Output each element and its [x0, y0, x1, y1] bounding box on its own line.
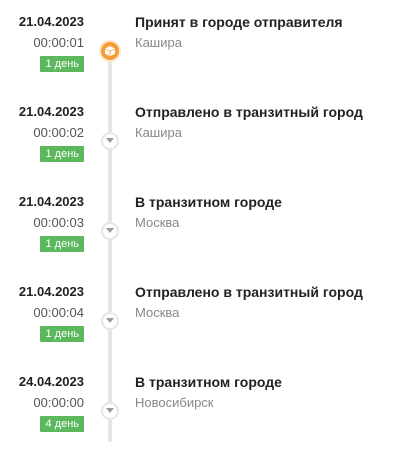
event-title: Отправлено в транзитный город — [135, 284, 363, 300]
timeline-event: 21.04.2023 00:00:03 1 день В транзитном … — [0, 188, 407, 278]
event-city: Кашира — [135, 125, 182, 140]
event-time: 00:00:03 — [33, 215, 84, 230]
duration-badge: 1 день — [40, 326, 84, 342]
chevron-down-icon — [101, 132, 119, 150]
event-city: Москва — [135, 215, 180, 230]
timeline-event: 24.04.2023 00:00:00 4 день В транзитном … — [0, 368, 407, 458]
chevron-down-icon — [101, 222, 119, 240]
event-time: 00:00:02 — [33, 125, 84, 140]
chevron-down-icon — [101, 402, 119, 420]
timeline-event: 21.04.2023 00:00:01 1 день Принят в горо… — [0, 8, 407, 98]
event-city: Кашира — [135, 35, 182, 50]
timeline-track — [108, 42, 112, 442]
event-time: 00:00:01 — [33, 35, 84, 50]
box-icon — [101, 42, 119, 60]
chevron-down-icon — [101, 312, 119, 330]
event-city: Москва — [135, 305, 180, 320]
event-time: 00:00:04 — [33, 305, 84, 320]
event-title: В транзитном городе — [135, 374, 282, 390]
event-title: Принят в городе отправителя — [135, 14, 343, 30]
duration-badge: 1 день — [40, 146, 84, 162]
event-date: 24.04.2023 — [18, 374, 84, 389]
duration-badge: 1 день — [40, 56, 84, 72]
event-date: 21.04.2023 — [18, 194, 84, 209]
event-city: Новосибирск — [135, 395, 214, 410]
event-date: 21.04.2023 — [18, 104, 84, 119]
timeline-event: 21.04.2023 00:00:02 1 день Отправлено в … — [0, 98, 407, 188]
event-time: 00:00:00 — [33, 395, 84, 410]
event-title: Отправлено в транзитный город — [135, 104, 363, 120]
timeline-event: 21.04.2023 00:00:04 1 день Отправлено в … — [0, 278, 407, 368]
event-date: 21.04.2023 — [18, 14, 84, 29]
event-date: 21.04.2023 — [18, 284, 84, 299]
duration-badge: 4 день — [40, 416, 84, 432]
event-title: В транзитном городе — [135, 194, 282, 210]
duration-badge: 1 день — [40, 236, 84, 252]
